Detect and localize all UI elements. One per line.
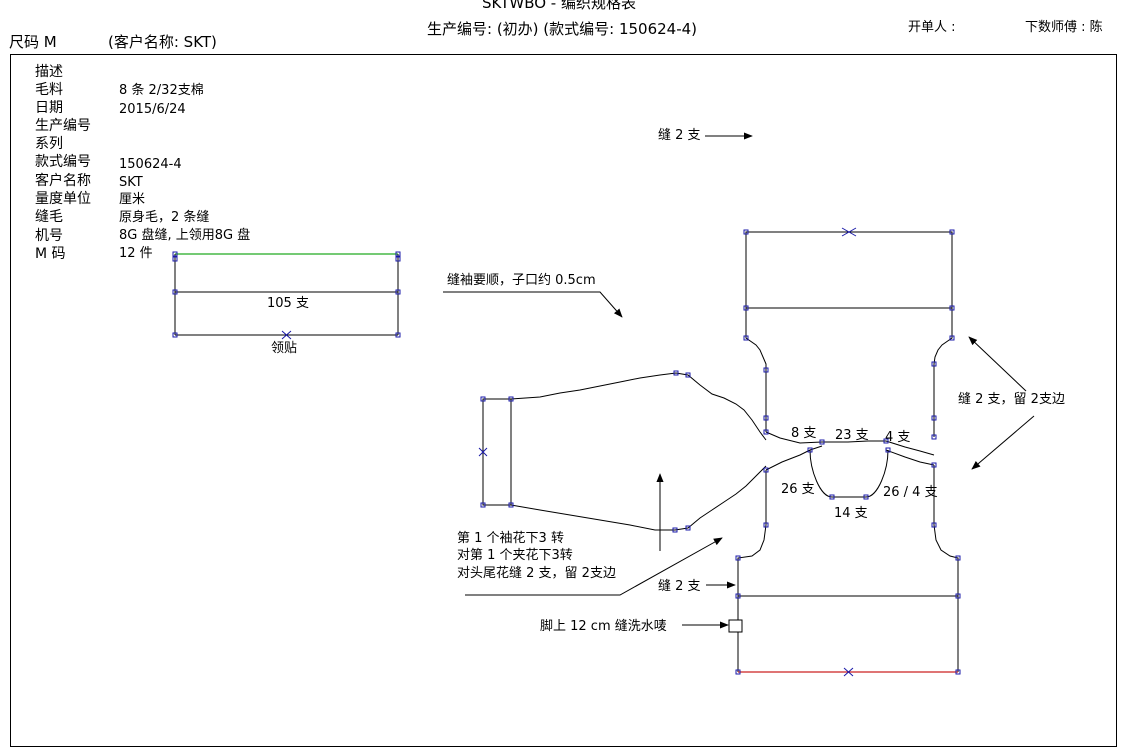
sleeve-piece: [478, 372, 767, 531]
info-label-unit: 量度单位: [35, 191, 91, 207]
sleeve-cuff: [482, 398, 512, 506]
armhole-left-lower: [737, 470, 767, 596]
info-value-date: 2015/6/24: [119, 102, 186, 117]
text-seam-bottom: 缝 2 支: [658, 579, 701, 594]
info-label-production-no: 生产编号: [35, 118, 91, 134]
body-top-rect: [745, 231, 953, 308]
issuer-label: 开单人 :: [908, 20, 956, 35]
production-number: 生产编号: (初办) (款式编号: 150624-4): [427, 20, 698, 38]
neck-upper-line: [765, 431, 935, 456]
info-label-machine: 机号: [35, 228, 63, 244]
text-side-seam: 缝 2 支，留 2支边: [958, 392, 1065, 407]
master-label: 下数师傅 : 陈: [1025, 20, 1103, 35]
collar-piece: 105 支 领贴: [172, 251, 401, 356]
info-label-seam: 缝毛: [35, 209, 63, 225]
info-label-yarn: 毛料: [35, 82, 63, 98]
text-neck-14: 14 支: [834, 506, 868, 521]
collar-center-mark: [281, 330, 292, 340]
armhole-left-upper: [745, 308, 767, 432]
sleeve-center-mark: [478, 447, 488, 457]
sleeve-top-edge: [510, 372, 767, 441]
info-value-seam: 原身毛，2 条缝: [119, 210, 210, 225]
arrow-side-seam-up: [968, 336, 1027, 392]
info-value-machine: 8G 盘缝, 上领用8G 盘: [119, 228, 251, 243]
info-value-style-no: 150624-4: [119, 157, 182, 172]
vertex-markers: [480, 229, 961, 675]
text-seam-top: 缝 2 支: [658, 128, 701, 143]
info-value-unit: 厘米: [119, 192, 146, 207]
info-value-yarn: 8 条 2/32支棉: [119, 83, 204, 98]
text-flower-2: 对第 1 个夹花下3转: [457, 547, 573, 563]
armhole-right-lower: [933, 465, 959, 596]
info-label-date: 日期: [35, 100, 63, 116]
info-label-series: 系列: [35, 136, 63, 152]
collar-label: 领贴: [271, 341, 297, 356]
neck-scoop: [809, 449, 889, 498]
info-label-style-no: 款式编号: [35, 154, 91, 170]
arrow-flower-note: [465, 537, 723, 596]
wash-label-box: [728, 619, 743, 633]
collar-vertices: [172, 251, 401, 338]
collar-count: 105 支: [267, 296, 309, 311]
text-neck-26-4: 26 / 4 支: [883, 485, 938, 500]
info-label-m-qty: M 码: [35, 246, 66, 262]
text-neck-4: 4 支: [885, 430, 910, 445]
text-wash-label: 脚上 12 cm 缝洗水唛: [540, 618, 667, 634]
arrow-sleeve-note: [443, 291, 623, 318]
text-flower-1: 第 1 个袖花下3 转: [457, 530, 564, 546]
hem-center-mark: [843, 667, 854, 677]
body-piece: [737, 227, 959, 677]
annotation-arrows: [443, 132, 1035, 629]
neck-lower-right: [885, 449, 935, 466]
body-top-center-mark: [841, 227, 857, 237]
text-neck-26: 26 支: [781, 482, 815, 497]
sleeve-bottom-edge: [510, 465, 767, 531]
text-flower-3: 对头尾花缝 2 支，留 2支边: [457, 565, 616, 581]
info-value-m-qty: 12 件: [119, 246, 153, 261]
annotation-texts: 缝 2 支 缝袖要顺，子口约 0.5cm 缝 2 支，留 2支边 8 支 23 …: [447, 128, 1065, 634]
armhole-right-upper: [933, 308, 953, 437]
info-label-description: 描述: [35, 64, 63, 80]
info-label-customer: 客户名称: [35, 173, 91, 189]
text-neck-8: 8 支: [791, 426, 816, 441]
sheet-title: SKTWBO - 编织规格表: [482, 0, 636, 12]
text-sleeve-note: 缝袖要顺，子口约 0.5cm: [447, 273, 596, 288]
text-neck-23: 23 支: [835, 428, 869, 443]
customer-label: (客户名称: SKT): [108, 33, 217, 51]
info-value-customer: SKT: [119, 175, 143, 190]
size-label: 尺码 M: [9, 33, 57, 51]
spec-frame: [10, 54, 1117, 747]
arrow-side-seam-down: [971, 415, 1035, 470]
neck-lower-left: [765, 445, 823, 471]
